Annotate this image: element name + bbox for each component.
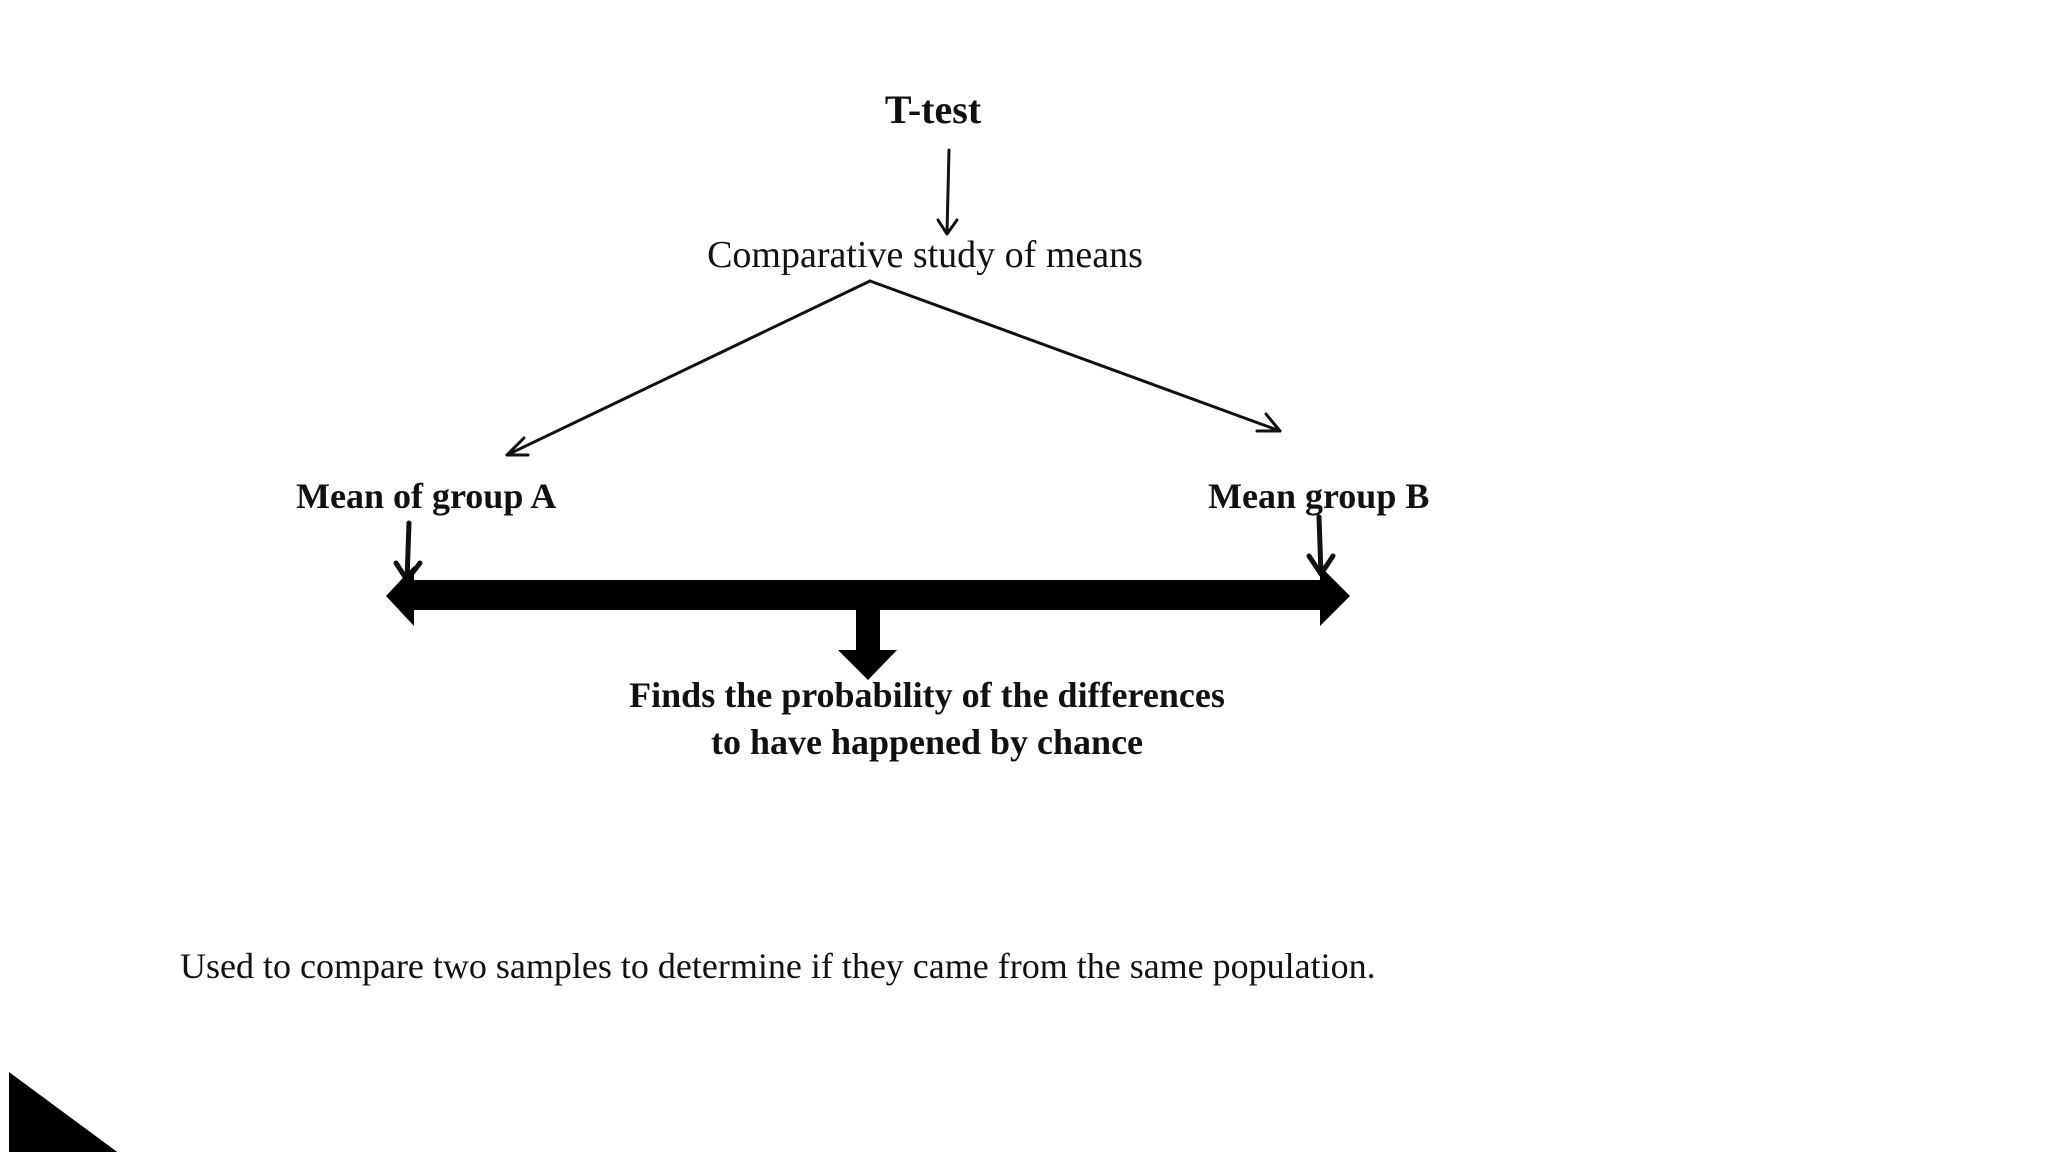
corner-triangle bbox=[9, 1072, 118, 1152]
result-line-1: Finds the probability of the differences bbox=[629, 675, 1225, 715]
arrow-group-b-to-bar bbox=[1306, 514, 1336, 577]
arrow-group-a-to-bar bbox=[393, 520, 423, 583]
group-a-label: Mean of group A bbox=[296, 476, 557, 516]
group-b-label: Mean group B bbox=[1208, 476, 1430, 516]
diagram-title: T-test bbox=[884, 87, 982, 132]
arrow-subtitle-to-group-b bbox=[868, 279, 1282, 433]
comparison-bar bbox=[386, 566, 1350, 680]
result-line-2: to have happened by chance bbox=[710, 722, 1144, 762]
arrow-title-to-subtitle bbox=[936, 148, 959, 236]
comparative-study-label: Comparative study of means bbox=[707, 234, 1143, 276]
down-arrow-to-result bbox=[838, 608, 897, 680]
footer-description: Used to compare two samples to determine… bbox=[180, 946, 1376, 986]
result-text: Finds the probability of the differences… bbox=[0, 672, 1854, 766]
arrow-subtitle-to-group-a bbox=[505, 279, 872, 457]
